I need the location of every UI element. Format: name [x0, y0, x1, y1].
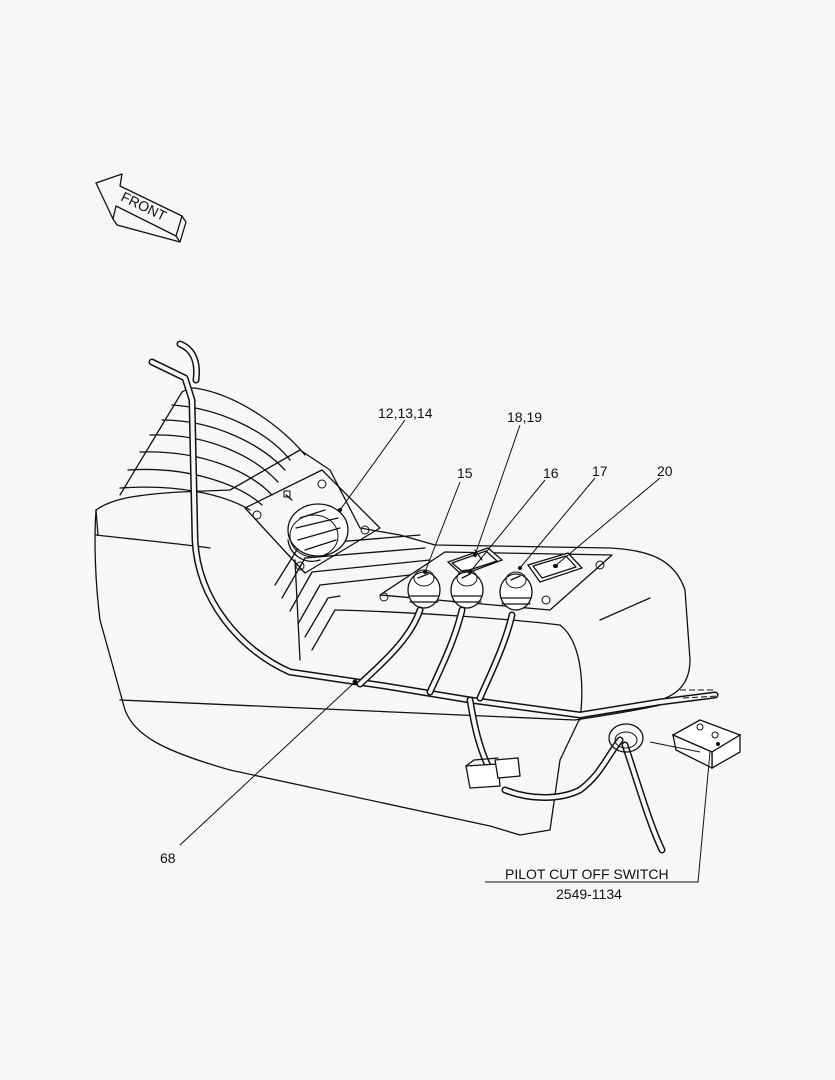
callout-12-13-14: 12,13,14 — [378, 405, 433, 421]
grommet — [608, 723, 644, 753]
callout-17: 17 — [592, 463, 608, 479]
knob-15 — [407, 569, 441, 609]
switch-panel — [379, 551, 613, 611]
rotary-switch-knob — [287, 503, 349, 562]
note-part-number: 2549-1134 — [556, 886, 622, 902]
leader-lines — [179, 419, 711, 883]
callout-18-19: 18,19 — [507, 409, 542, 425]
front-arrow-label: FRONT — [119, 188, 170, 224]
callout-16: 16 — [543, 465, 559, 481]
note-title: PILOT CUT OFF SWITCH — [505, 866, 669, 882]
callout-68: 68 — [160, 850, 176, 866]
knob-17 — [499, 571, 533, 611]
knob-16 — [450, 569, 484, 609]
pilot-cut-off-switch — [649, 719, 742, 770]
front-arrow-icon: FRONT — [95, 173, 187, 243]
connector-pair — [465, 757, 521, 789]
rotary-switch-plate — [244, 469, 381, 574]
callout-15: 15 — [457, 465, 473, 481]
callout-20: 20 — [657, 463, 673, 479]
